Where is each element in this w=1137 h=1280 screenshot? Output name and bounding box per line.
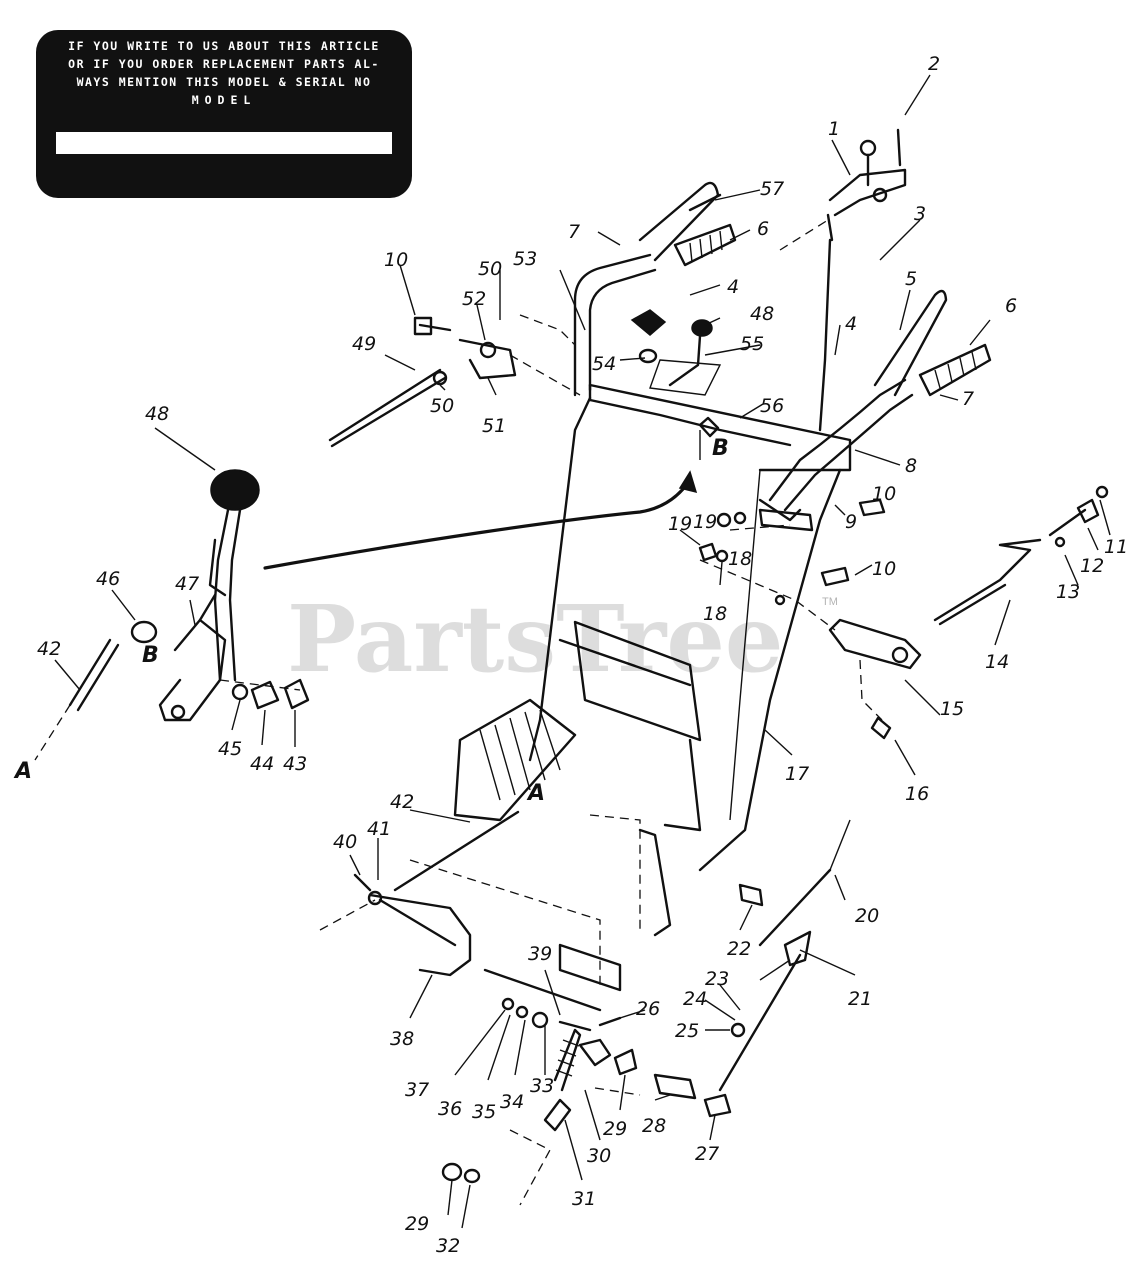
callout-54: 54	[592, 353, 616, 375]
callout-30: 30	[587, 1145, 611, 1167]
callout-56: 56	[760, 395, 784, 417]
callout-7b: 7	[962, 388, 974, 410]
trademark-mark: TM	[822, 596, 838, 608]
callout-50b: 50	[430, 395, 454, 417]
plate-line-1: IF YOU WRITE TO US ABOUT THIS ARTICLE	[68, 39, 380, 53]
callout-39: 39	[528, 943, 552, 965]
callout-16: 16	[905, 783, 929, 805]
callout-2: 2	[928, 53, 940, 75]
ref-letter-a-mid: A	[526, 781, 545, 806]
callout-18b: 18	[703, 603, 727, 625]
partstree-watermark: PartsTree	[287, 585, 784, 693]
callout-49: 49	[352, 333, 376, 355]
lower-bracket-assembly	[441, 930, 812, 1206]
callout-18a: 18	[728, 548, 752, 570]
callout-52: 52	[462, 288, 486, 310]
callout-51: 51	[482, 415, 506, 437]
callout-10c: 10	[872, 558, 896, 580]
callout-21: 21	[848, 988, 872, 1010]
callout-22: 22	[727, 938, 751, 960]
callout-47: 47	[175, 573, 199, 595]
callout-labels: 1 2 3 4 4 5 6 6 7 7 8 9 10 10 10 11 12 1…	[13, 53, 1128, 1257]
callout-29b: 29	[405, 1213, 429, 1235]
callout-48a: 48	[145, 403, 169, 425]
right-handle-bar	[758, 289, 992, 522]
chute-crank-assembly	[828, 485, 1109, 740]
callout-34: 34	[500, 1091, 524, 1113]
callout-50a: 50	[478, 258, 502, 280]
callout-25: 25	[675, 1020, 699, 1042]
callout-37: 37	[405, 1079, 429, 1101]
ref-letter-b-console: B	[712, 436, 729, 461]
assembly-dashed-lines	[594, 524, 836, 1096]
callout-33: 33	[530, 1075, 554, 1097]
deflector-plate	[453, 620, 702, 832]
callout-9: 9	[845, 511, 857, 533]
callout-53: 53	[513, 248, 537, 270]
callout-55: 55	[740, 333, 764, 355]
callout-32: 32	[436, 1235, 460, 1257]
callout-14: 14	[985, 651, 1009, 673]
callout-29a: 29	[603, 1118, 627, 1140]
callout-46: 46	[96, 568, 120, 590]
callout-1: 1	[828, 118, 840, 140]
callout-23: 23	[705, 968, 729, 990]
callout-4b: 4	[845, 313, 857, 335]
callout-24: 24	[683, 988, 707, 1010]
callout-15: 15	[940, 698, 964, 720]
shift-lever	[34, 469, 310, 761]
model-serial-info-plate: IF YOU WRITE TO US ABOUT THIS ARTICLE OR…	[36, 30, 412, 198]
ref-letter-a-left: A	[13, 759, 32, 784]
lower-linkage	[319, 810, 851, 985]
callout-42b: 42	[390, 791, 414, 813]
callout-7a: 7	[568, 221, 580, 243]
callout-45: 45	[218, 738, 242, 760]
pointer-arrow	[263, 470, 698, 570]
callout-42a: 42	[37, 638, 61, 660]
fasteners-right	[698, 498, 886, 606]
callout-6a: 6	[757, 218, 769, 240]
callout-31: 31	[572, 1188, 596, 1210]
plate-line-4: MODEL	[191, 93, 257, 107]
callout-8: 8	[905, 455, 917, 477]
callout-40: 40	[333, 831, 357, 853]
plate-blank-field	[56, 132, 392, 154]
callout-38: 38	[390, 1028, 414, 1050]
callout-20: 20	[855, 905, 879, 927]
console-knobs	[630, 309, 722, 438]
callout-10a: 10	[384, 249, 408, 271]
callout-36: 36	[438, 1098, 462, 1120]
ref-letter-b-left: B	[142, 643, 159, 668]
callout-13: 13	[1056, 581, 1080, 603]
leader-lines	[54, 74, 1111, 1229]
cable-clamp-assembly	[328, 314, 581, 448]
callout-11: 11	[1104, 536, 1128, 558]
callout-19a: 19	[668, 513, 692, 535]
callout-35: 35	[472, 1101, 496, 1123]
callout-4a: 4	[727, 276, 739, 298]
callout-48b: 48	[750, 303, 774, 325]
callout-19b: 19	[693, 511, 717, 533]
callout-5: 5	[905, 268, 917, 290]
plate-line-3: WAYS MENTION THIS MODEL & SERIAL NO	[76, 75, 372, 89]
plate-line-2: OR IF YOU ORDER REPLACEMENT PARTS AL-	[68, 57, 380, 71]
callout-26: 26	[636, 998, 660, 1020]
callout-41: 41	[367, 818, 391, 840]
callout-6b: 6	[1005, 295, 1017, 317]
callout-27: 27	[695, 1143, 719, 1165]
callout-57: 57	[760, 178, 784, 200]
callout-12: 12	[1080, 555, 1104, 577]
shift-control-bracket	[779, 128, 907, 432]
callout-17: 17	[785, 763, 809, 785]
callout-44: 44	[250, 753, 274, 775]
callout-28: 28	[642, 1115, 666, 1137]
callout-3: 3	[914, 203, 926, 225]
callout-43: 43	[283, 753, 307, 775]
callout-10b: 10	[872, 483, 896, 505]
left-handle-bar	[573, 181, 737, 397]
